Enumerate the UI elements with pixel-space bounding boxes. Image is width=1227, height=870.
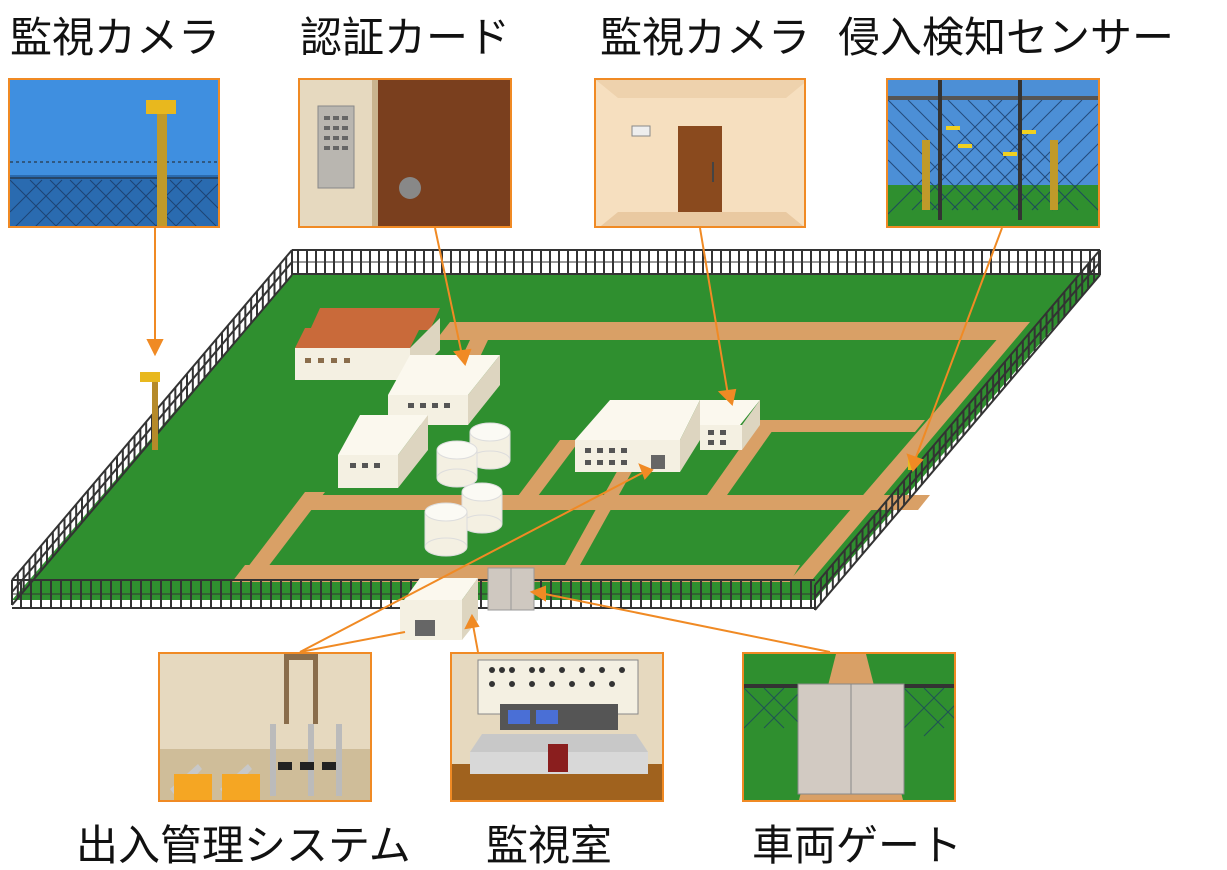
outdoor-camera-pole <box>140 372 160 450</box>
label-camera-outdoor: 監視カメラ <box>10 13 221 62</box>
panel-vehicle-gate <box>742 652 956 802</box>
label-vehicle-gate: 車両ゲート <box>752 821 963 870</box>
building-small <box>338 415 428 488</box>
label-monitoring-room: 監視室 <box>486 821 613 870</box>
panel-intrusion-sensor <box>886 78 1100 228</box>
label-access-control: 出入管理システム <box>76 821 411 870</box>
panel-auth-card <box>298 78 512 228</box>
label-auth-card: 認証カード <box>300 13 511 62</box>
panel-indoor-camera <box>594 78 806 228</box>
connector-lines <box>146 227 1003 653</box>
grass-ground <box>12 275 1100 600</box>
vehicle-gate-structure <box>487 567 535 611</box>
panel-outdoor-camera <box>8 78 220 228</box>
panel-monitoring-room <box>450 652 664 802</box>
label-intrusion-sensor: 侵入検知センサー <box>838 13 1175 62</box>
main-building <box>575 400 760 472</box>
storage-tanks <box>424 422 511 557</box>
panel-access-control <box>158 652 372 802</box>
label-camera-indoor: 監視カメラ <box>600 13 811 62</box>
